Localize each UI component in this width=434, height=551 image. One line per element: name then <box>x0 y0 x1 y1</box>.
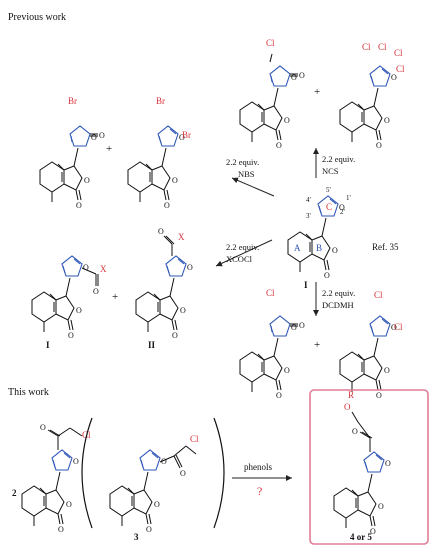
compound-2: O Cl 2 <box>12 423 91 535</box>
unknown-question-mark: ? <box>257 484 262 498</box>
ncs-conditions-line1: 2.2 equiv. <box>322 154 355 164</box>
compound-label-II: II <box>148 340 156 350</box>
dcdmh-conditions-line1: 2.2 equiv. <box>322 288 355 298</box>
ncs-product-tetrachloro: Cl Cl Cl Cl <box>339 42 405 151</box>
x-substituent: X <box>178 232 185 242</box>
acyl-product-I: O X I <box>31 255 107 350</box>
dcdmh-product-monochloro: Cl <box>239 288 306 401</box>
ncs-product-monochloro: Cl <box>239 38 306 151</box>
nbs-conditions-line2: NBS <box>238 169 255 179</box>
cl-substituent: Cl <box>362 42 371 52</box>
right-parenthesis <box>213 417 225 529</box>
nbs-arrow <box>231 177 275 197</box>
ncs-conditions-line2: NCS <box>322 166 339 176</box>
nbs-product-monobromo: Br <box>39 96 106 211</box>
ring-c-label: C <box>326 202 332 212</box>
product-label: 4 or 5 <box>350 532 372 542</box>
br-substituent: Br <box>156 96 165 106</box>
position-1-label: 1' <box>346 194 351 202</box>
xcocl-arrow <box>215 239 273 267</box>
cl-substituent: Cl <box>378 42 387 52</box>
starting-material-I: A B C 5' 4' 3' 2' 1' I <box>287 186 351 290</box>
nbs-product-dibromo: Br Br <box>127 96 191 211</box>
ring-a-label: A <box>294 243 301 253</box>
plus-sign: + <box>112 291 118 303</box>
this-work-heading: This work <box>8 387 49 398</box>
cl-substituent: Cl <box>266 38 275 48</box>
carbonyl-oxygen: O <box>352 427 358 436</box>
dcdmh-conditions-line2: DCDMH <box>322 300 354 310</box>
acyl-oxygen: O <box>93 287 99 296</box>
phenols-reagent: phenols <box>244 462 272 472</box>
cl-substituent: Cl <box>266 288 275 298</box>
plus-sign: + <box>314 86 320 98</box>
r-group: R <box>348 390 354 400</box>
reference-label: Ref. 35 <box>372 242 399 252</box>
br-substituent: Br <box>182 130 191 140</box>
compound-3: O Cl 3 <box>109 434 199 542</box>
br-substituent: Br <box>68 96 77 106</box>
cl-substituent: Cl <box>394 48 403 58</box>
nbs-conditions-line1: 2.2 equiv. <box>226 157 259 167</box>
plus-sign: + <box>106 143 112 155</box>
carbonyl-oxygen: O <box>40 423 46 432</box>
x-substituent: X <box>100 264 107 274</box>
position-2-label: 2' <box>340 208 345 216</box>
ether-oxygen: O <box>344 402 351 412</box>
position-4-label: 4' <box>306 196 311 204</box>
cl-substituent: Cl <box>396 64 405 74</box>
acyl-product-II: O X II <box>135 227 194 350</box>
position-3-label: 3' <box>306 212 311 220</box>
cl-substituent: Cl <box>374 290 383 300</box>
xcocl-conditions-line1: 2.2 equiv. <box>226 242 259 252</box>
xcocl-conditions-line2: XCOCl <box>226 254 253 264</box>
compound-label-3: 3 <box>134 532 139 542</box>
cl-substituent: Cl <box>394 322 403 332</box>
dcdmh-product-dichloro: Cl Cl <box>339 290 403 401</box>
compound-label-I: I <box>46 340 50 350</box>
previous-work-heading: Previous work <box>8 12 66 23</box>
product-4-or-5: O O R 4 or 5 <box>333 390 392 542</box>
acyl-oxygen: O <box>158 227 164 236</box>
position-5-label: 5' <box>326 186 331 194</box>
ring-b-label: B <box>316 243 322 253</box>
compound-I-label: I <box>304 280 308 290</box>
carbonyl-oxygen: O <box>180 469 186 478</box>
compound-label-2: 2 <box>12 488 17 498</box>
left-parenthesis <box>81 417 93 529</box>
product-box <box>309 389 429 545</box>
cl-substituent: Cl <box>190 434 199 444</box>
plus-sign: + <box>314 339 320 351</box>
